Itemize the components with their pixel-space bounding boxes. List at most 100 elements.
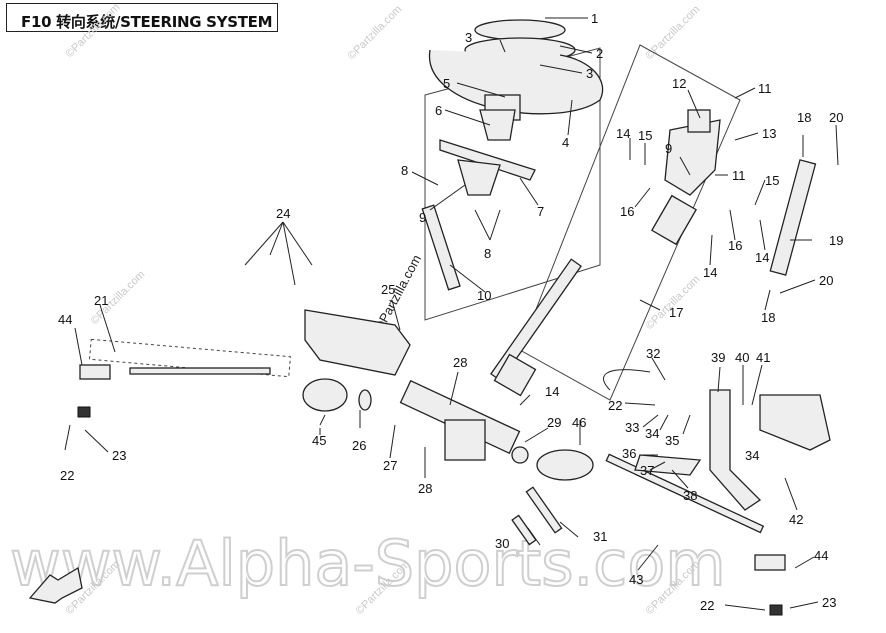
callout-35: 35: [665, 433, 679, 448]
callout-37: 37: [640, 463, 654, 478]
callout-34b: 34: [745, 448, 759, 463]
pedal-lever: [634, 454, 702, 476]
callout-2: 2: [596, 46, 603, 61]
callout-44b: 44: [814, 548, 828, 563]
leader-lines: [64, 17, 839, 611]
callout-22c: 22: [700, 598, 714, 613]
callout-14b: 14: [755, 250, 769, 265]
tilt-bracket: [664, 119, 721, 196]
callout-8a: 8: [401, 163, 408, 178]
callout-20b: 20: [819, 273, 833, 288]
callout-27: 27: [383, 458, 397, 473]
rack-seal: [511, 446, 529, 464]
lower-u-joint: [493, 353, 537, 397]
callout-25: 25: [381, 282, 395, 297]
column-group: [490, 109, 817, 397]
left-tie-rod-end: [79, 364, 111, 380]
callout-46: 46: [572, 415, 586, 430]
callout-10: 10: [477, 288, 491, 303]
callout-16a: 16: [620, 204, 634, 219]
callout-30: 30: [495, 536, 509, 551]
callout-31: 31: [593, 529, 607, 544]
callout-40: 40: [735, 350, 749, 365]
callout-15a: 15: [638, 128, 652, 143]
steering-wheel-group: [421, 19, 604, 291]
callout-20a: 20: [829, 110, 843, 125]
callout-4: 4: [562, 135, 569, 150]
callout-22a: 22: [60, 468, 74, 483]
callout-11a: 11: [758, 81, 772, 96]
castle-nut-left: [77, 406, 91, 418]
callout-9b: 9: [665, 141, 672, 156]
lock-knob: [687, 109, 711, 133]
callout-15b: 15: [765, 173, 779, 188]
callout-32: 32: [646, 346, 660, 361]
castle-nut-right: [769, 604, 783, 616]
callout-33: 33: [625, 420, 639, 435]
steering-shaft: [421, 204, 461, 291]
column-bracket: [457, 159, 501, 196]
pedal-group: [603, 369, 831, 511]
right-tie-rod-end: [754, 554, 786, 571]
left-tie-rod-group: [77, 338, 372, 418]
callout-22b: 22: [608, 398, 622, 413]
callout-16b: 16: [728, 238, 742, 253]
callout-26: 26: [352, 438, 366, 453]
callout-14c: 14: [703, 265, 717, 280]
callout-11b: 11: [732, 168, 746, 183]
small-watermark-2: ©Partzilla.com: [64, 1, 123, 60]
callout-34a: 34: [645, 426, 659, 441]
callout-23b: 23: [822, 595, 836, 610]
left-boot: [302, 378, 348, 412]
upper-u-joint: [650, 194, 698, 246]
steering-wheel: [429, 49, 604, 115]
mount-bolt-31: [525, 486, 563, 534]
callout-36: 36: [622, 446, 636, 461]
right-boot: [536, 449, 594, 481]
callout-8b: 8: [484, 246, 491, 261]
callout-29: 29: [547, 415, 561, 430]
front-arrow-icon: [28, 566, 83, 604]
pinion-housing: [444, 419, 486, 461]
callout-28a: 28: [453, 355, 467, 370]
callout-43: 43: [629, 572, 643, 587]
wheel-cap: [474, 19, 566, 41]
callout-14d: 14: [545, 384, 559, 399]
mount-bolt-30: [511, 514, 537, 546]
callout-3b: 3: [586, 66, 593, 81]
callout-18b: 18: [761, 310, 775, 325]
callout-28b: 28: [418, 481, 432, 496]
callouts: 1 2 3 3 4 5 6 7 8 8 9 9 10 11 11 12 13 1…: [58, 11, 843, 613]
callout-24: 24: [276, 206, 290, 221]
callout-17: 17: [669, 305, 683, 320]
callout-19: 19: [829, 233, 843, 248]
callout-1: 1: [591, 11, 598, 26]
callout-21: 21: [94, 293, 108, 308]
callout-44a: 44: [58, 312, 72, 327]
rack-group: [399, 379, 529, 464]
pedal-arm: [709, 389, 762, 511]
cable: [603, 369, 651, 391]
callout-6: 6: [435, 103, 442, 118]
hub-spline: [479, 109, 516, 141]
callout-9a: 9: [419, 210, 426, 225]
diagram-title: F10 转向系统/STEERING SYSTEM: [21, 13, 273, 31]
small-watermark-1: ©Partzilla.com: [346, 3, 405, 62]
callout-18a: 18: [797, 110, 811, 125]
site-watermark: www.Alpha-Sports.com: [10, 527, 726, 600]
column-cover: [439, 139, 536, 181]
boot-clamp-left: [358, 389, 372, 411]
callout-14a: 14: [616, 126, 630, 141]
right-tie-rod-group: [511, 449, 786, 616]
callout-39: 39: [711, 350, 725, 365]
small-watermark-3: ©Partzilla.com: [644, 3, 703, 62]
pedal-bracket: [759, 394, 831, 451]
callout-5: 5: [443, 76, 450, 91]
callout-3a: 3: [465, 30, 472, 45]
callout-12: 12: [672, 76, 686, 91]
callout-42: 42: [789, 512, 803, 527]
callout-41: 41: [756, 350, 770, 365]
callout-23a: 23: [112, 448, 126, 463]
